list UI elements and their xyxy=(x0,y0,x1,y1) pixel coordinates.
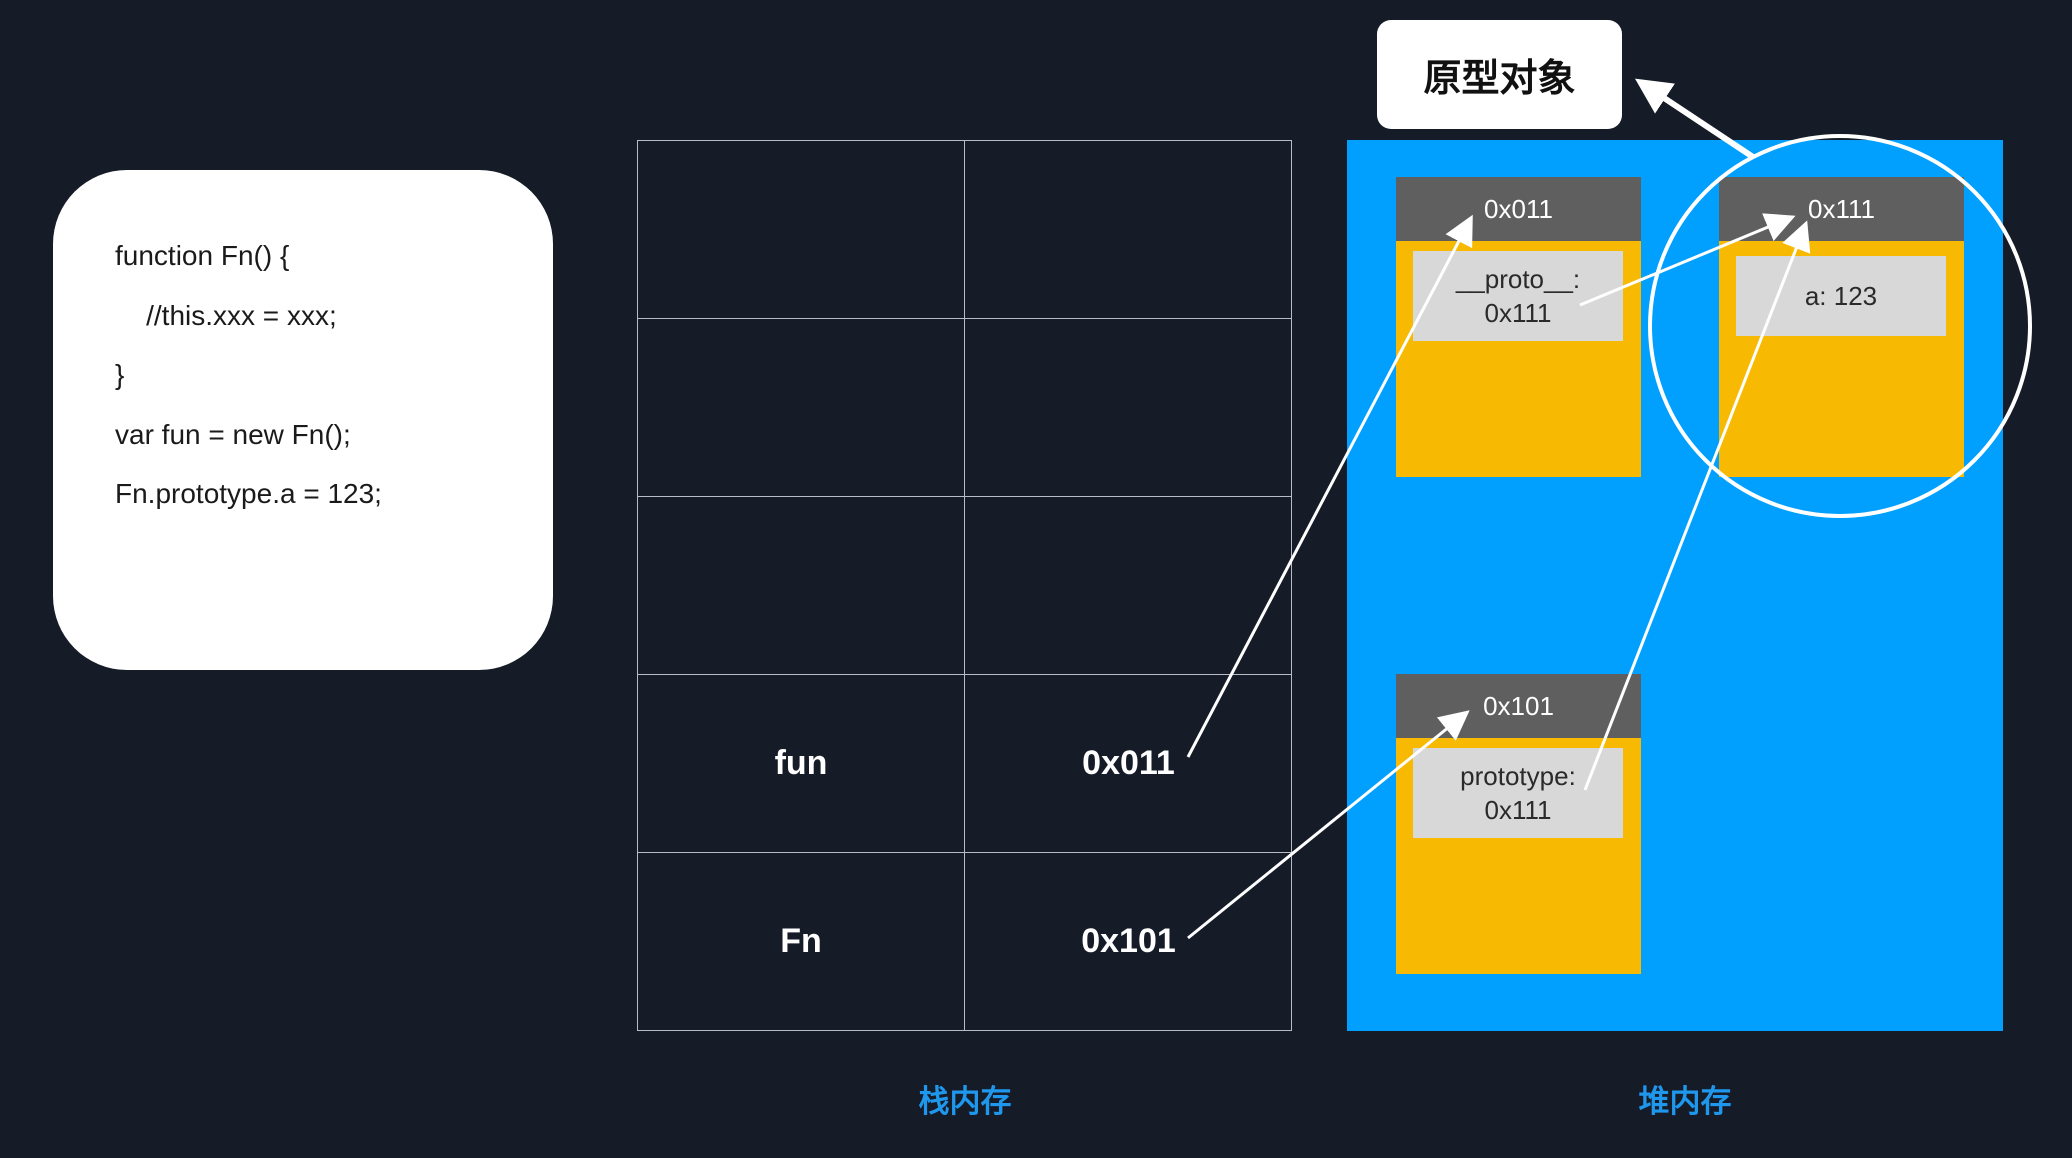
code-line: } xyxy=(115,359,125,390)
stack-value-fn: 0x101 xyxy=(1081,922,1176,960)
stack-name-cell xyxy=(638,141,965,319)
arrow-fun-to-object xyxy=(1186,214,1473,758)
stack-name-fun: fun xyxy=(638,675,965,853)
heap-object-fn: 0x101 prototype: 0x111 xyxy=(1396,674,1641,974)
heap-object-prototype: 0x111 a: 123 xyxy=(1719,177,1964,477)
code-line: //this.xxx = xxx; xyxy=(115,300,337,331)
heap-object-address: 0x011 xyxy=(1396,177,1641,241)
heap-memory-area: 0x011 __proto__: 0x111 0x111 a: 123 0x10… xyxy=(1347,140,2003,1031)
stack-memory-label: 栈内存 xyxy=(918,1084,1012,1119)
stack-value-fun: 0x011 xyxy=(965,675,1292,853)
prototype-object-callout: 原型对象 xyxy=(1377,20,1622,129)
arrow-prototype-to-prototype xyxy=(1583,220,1811,791)
highlight-circle xyxy=(1648,134,2032,518)
arrow-fn-to-object xyxy=(1187,710,1470,940)
heap-object-address: 0x101 xyxy=(1396,674,1641,738)
field-key: prototype: xyxy=(1460,761,1576,791)
stack-name-fn: Fn xyxy=(638,853,965,1030)
code-snippet-card: function Fn() { //this.xxx = xxx; } var … xyxy=(53,170,553,670)
stack-memory-table: fun 0x011 Fn 0x101 xyxy=(637,140,1292,1031)
stack-name-cell xyxy=(638,319,965,497)
code-line: function Fn() { xyxy=(115,240,290,271)
arrow-circle-to-callout xyxy=(1635,78,1755,160)
heap-memory-label: 堆内存 xyxy=(1638,1084,1732,1119)
stack-value-cell xyxy=(965,319,1292,497)
code-line: Fn.prototype.a = 123; xyxy=(115,478,382,509)
proto-field: __proto__: 0x111 xyxy=(1413,251,1623,341)
heap-object-fun: 0x011 __proto__: 0x111 xyxy=(1396,177,1641,477)
code-line: var fun = new Fn(); xyxy=(115,419,351,450)
field-value: 0x111 xyxy=(1484,298,1552,328)
arrow-proto-to-prototype xyxy=(1579,213,1796,307)
field-key: a: 123 xyxy=(1804,281,1878,311)
a-field: a: 123 xyxy=(1736,256,1946,336)
stack-value-cell xyxy=(965,141,1292,319)
field-value: 0x111 xyxy=(1484,795,1552,825)
prototype-field: prototype: 0x111 xyxy=(1413,748,1623,838)
field-key: __proto__: xyxy=(1455,264,1581,294)
stack-value-cell xyxy=(965,497,1292,675)
stack-name-cell xyxy=(638,497,965,675)
